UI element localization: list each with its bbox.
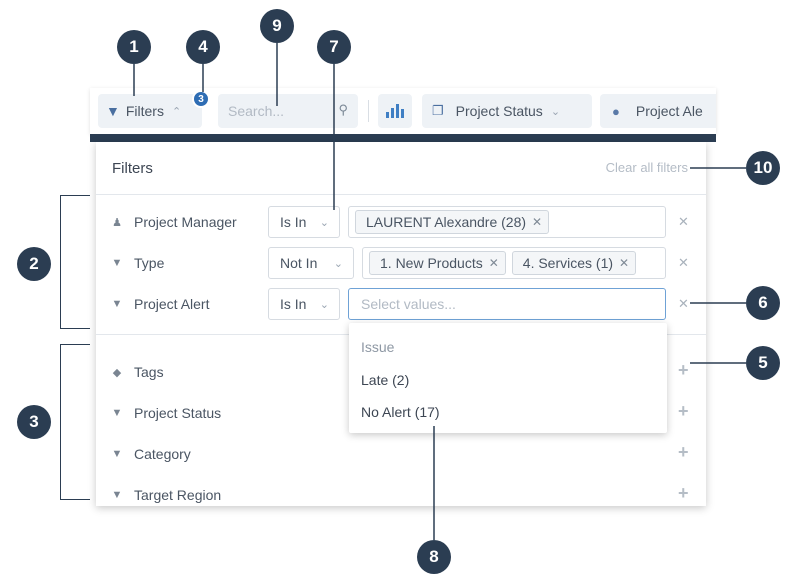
toolbar: ▼ Filters ⌃ 3 Search... ⚲ ❐ Project Stat… bbox=[90, 88, 716, 134]
caret-circle-icon: ▼ bbox=[111, 448, 123, 460]
available-filter-tags[interactable]: ◆ Tags + bbox=[96, 356, 706, 390]
filter-label-text: Type bbox=[134, 255, 165, 271]
person-icon: ♟ bbox=[112, 216, 122, 229]
project-alert-dropdown[interactable]: ● Project Ale bbox=[600, 94, 716, 128]
filter-label-text: Category bbox=[134, 446, 191, 462]
clear-all-filters-link[interactable]: Clear all filters bbox=[605, 160, 688, 175]
callout-8: 8 bbox=[417, 540, 451, 574]
add-filter-icon[interactable]: + bbox=[678, 442, 689, 462]
filters-button[interactable]: ▼ Filters ⌃ bbox=[98, 94, 202, 128]
available-filter-category[interactable]: ▼ Category + bbox=[96, 438, 706, 472]
remove-value-icon[interactable]: ✕ bbox=[532, 215, 543, 229]
operator-value: Is In bbox=[280, 214, 307, 230]
search-input[interactable]: Search... ⚲ bbox=[218, 94, 358, 128]
tag-icon: ◆ bbox=[112, 366, 122, 379]
chevron-down-icon: ⌄ bbox=[319, 216, 329, 229]
chevron-down-icon: ⌄ bbox=[319, 298, 329, 311]
available-filter-project-status[interactable]: ▼ Project Status + bbox=[96, 397, 706, 431]
callout-4: 4 bbox=[186, 30, 220, 64]
bracket-active-filters bbox=[60, 195, 90, 329]
operator-select[interactable]: Is In ⌄ bbox=[268, 206, 340, 238]
project-status-dropdown[interactable]: ❐ Project Status ⌄ bbox=[422, 94, 592, 128]
callout-1: 1 bbox=[117, 30, 151, 64]
available-filter-target-region[interactable]: ▼ Target Region + bbox=[96, 479, 706, 513]
remove-filter-icon[interactable]: ✕ bbox=[678, 214, 689, 229]
bar-chart-icon bbox=[386, 104, 404, 118]
value-tag[interactable]: 1. New Products ✕ bbox=[369, 251, 506, 275]
filter-label: ▼ Category bbox=[110, 446, 191, 462]
search-placeholder: Search... bbox=[228, 103, 285, 119]
callout-6: 6 bbox=[746, 286, 780, 320]
header-strip bbox=[90, 134, 716, 142]
values-select[interactable]: LAURENT Alexandre (28) ✕ bbox=[348, 206, 666, 238]
remove-filter-icon[interactable]: ✕ bbox=[678, 255, 689, 270]
filter-label-text: Project Alert bbox=[134, 296, 210, 312]
chevron-down-icon: ⌄ bbox=[333, 257, 343, 270]
panel-divider bbox=[96, 194, 706, 195]
filter-label: ◆ Tags bbox=[110, 364, 164, 380]
value-tag[interactable]: 4. Services (1) ✕ bbox=[511, 251, 637, 275]
values-dropdown: Issue Late (2) No Alert (17) bbox=[349, 323, 667, 433]
value-tag-label: 1. New Products bbox=[380, 255, 483, 271]
dropdown-group-label: Issue bbox=[361, 339, 395, 355]
add-filter-icon[interactable]: + bbox=[678, 360, 689, 380]
dropdown-option[interactable]: No Alert (17) bbox=[361, 404, 440, 420]
add-filter-icon[interactable]: + bbox=[678, 483, 689, 503]
values-placeholder: Select values... bbox=[361, 296, 456, 312]
callout-10: 10 bbox=[746, 151, 780, 185]
dropdown-option[interactable]: Late (2) bbox=[361, 372, 410, 388]
caret-circle-icon: ▼ bbox=[111, 489, 123, 501]
filter-label-text: Target Region bbox=[134, 487, 222, 503]
filter-row-project-manager: ♟ Project Manager Is In ⌄ LAURENT Alexan… bbox=[96, 206, 706, 240]
callout-3: 3 bbox=[17, 405, 51, 439]
search-icon: ⚲ bbox=[338, 102, 348, 117]
panel-title: Filters bbox=[112, 160, 153, 177]
remove-value-icon[interactable]: ✕ bbox=[488, 256, 499, 270]
callout-2: 2 bbox=[17, 247, 51, 281]
chart-view-button[interactable] bbox=[378, 94, 412, 128]
add-filter-icon[interactable]: + bbox=[678, 401, 689, 421]
filter-label: ♟ Project Manager bbox=[110, 214, 237, 230]
caret-circle-icon: ▼ bbox=[111, 257, 123, 269]
chevron-up-icon: ⌃ bbox=[171, 105, 182, 118]
filter-label: ▼ Project Status bbox=[110, 405, 222, 421]
callout-9: 9 bbox=[260, 9, 294, 43]
operator-select[interactable]: Is In ⌄ bbox=[268, 288, 340, 320]
callout-5: 5 bbox=[746, 346, 780, 380]
bracket-available-filters bbox=[60, 344, 90, 500]
filter-label-text: Project Status bbox=[134, 405, 222, 421]
value-tag-label: 4. Services (1) bbox=[522, 255, 614, 271]
project-alert-label: Project Ale bbox=[635, 103, 703, 119]
operator-value: Not In bbox=[280, 255, 318, 271]
alert-icon: ● bbox=[612, 103, 620, 119]
filter-row-type: ▼ Type Not In ⌄ 1. New Products ✕ 4. Ser… bbox=[96, 247, 706, 281]
remove-value-icon[interactable]: ✕ bbox=[619, 256, 630, 270]
callout-7: 7 bbox=[317, 30, 351, 64]
values-input[interactable]: Select values... bbox=[348, 288, 666, 320]
filter-label-text: Project Manager bbox=[134, 214, 237, 230]
caret-circle-icon: ▼ bbox=[111, 407, 123, 419]
filter-label: ▼ Target Region bbox=[110, 487, 222, 503]
copy-icon: ❐ bbox=[432, 103, 444, 118]
filter-label: ▼ Project Alert bbox=[110, 296, 210, 312]
filter-label-text: Tags bbox=[134, 364, 164, 380]
value-tag-label: LAURENT Alexandre (28) bbox=[366, 214, 527, 230]
filters-count-badge: 3 bbox=[192, 90, 210, 108]
funnel-icon: ▼ bbox=[106, 103, 120, 119]
filter-row-project-alert: ▼ Project Alert Is In ⌄ Select values...… bbox=[96, 288, 706, 322]
operator-select[interactable]: Not In ⌄ bbox=[268, 247, 354, 279]
remove-filter-icon[interactable]: ✕ bbox=[678, 296, 689, 311]
chevron-down-icon: ⌄ bbox=[550, 105, 561, 118]
project-status-label: Project Status bbox=[455, 103, 543, 119]
operator-value: Is In bbox=[280, 296, 307, 312]
caret-circle-icon: ▼ bbox=[111, 298, 123, 310]
toolbar-divider bbox=[368, 100, 369, 122]
value-tag[interactable]: LAURENT Alexandre (28) ✕ bbox=[355, 210, 550, 234]
filter-label: ▼ Type bbox=[110, 255, 165, 271]
values-select[interactable]: 1. New Products ✕ 4. Services (1) ✕ bbox=[362, 247, 666, 279]
filters-button-label: Filters bbox=[125, 103, 164, 119]
